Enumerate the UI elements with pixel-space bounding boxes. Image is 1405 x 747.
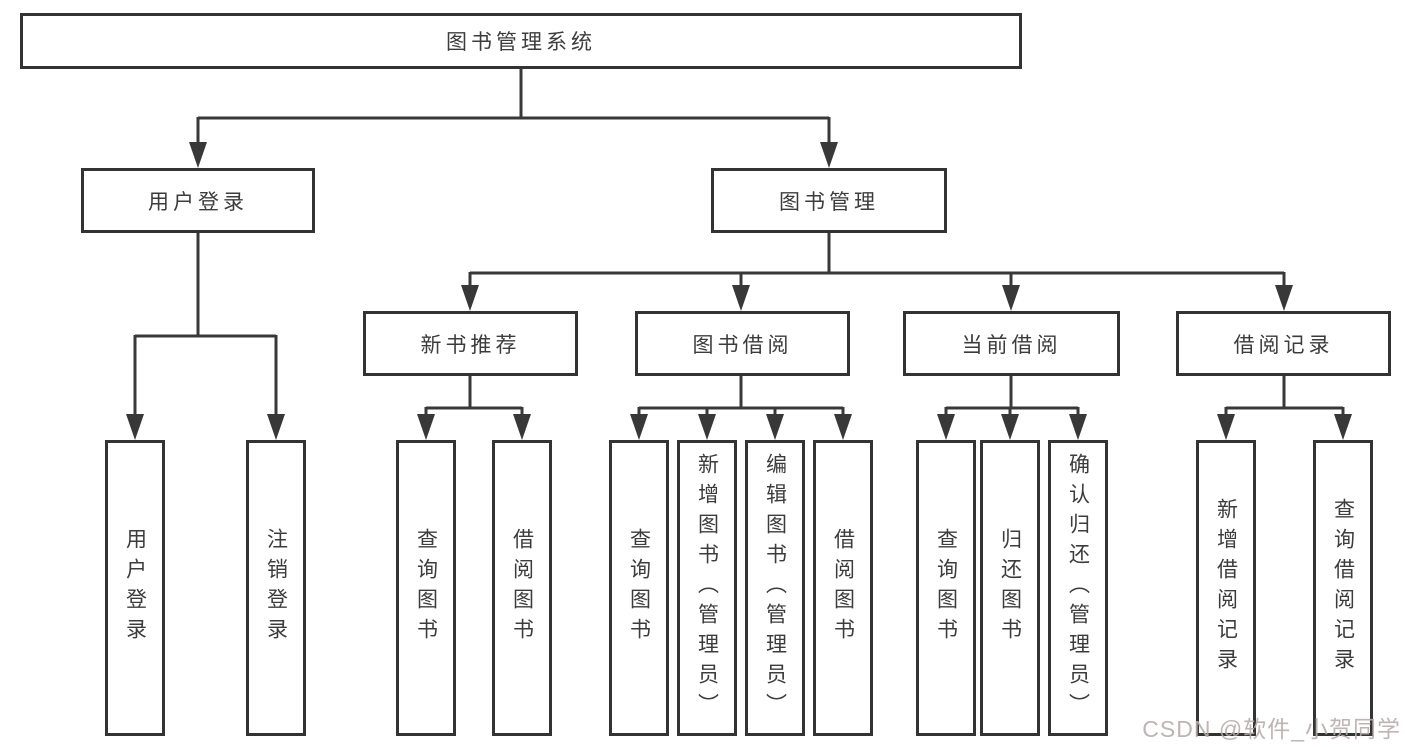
leaf-current-return-books: 归还图书 <box>980 440 1040 736</box>
leaf-records-add-record-label: 新增借阅记录 <box>1214 498 1238 678</box>
leaf-user-login-label: 用户登录 <box>123 528 147 648</box>
leaf-logout: 注销登录 <box>246 440 306 736</box>
leaf-current-query-books-label: 查询图书 <box>934 528 958 648</box>
leaf-borrow-edit-books-admin: 编辑图书（管理员） <box>745 440 805 736</box>
leaf-recommend-query-books: 查询图书 <box>396 440 456 736</box>
leaf-current-confirm-return-admin: 确认归还（管理员） <box>1048 440 1108 736</box>
leaf-borrow-borrow-books-label: 借阅图书 <box>831 528 855 648</box>
leaf-records-query-record-label: 查询借阅记录 <box>1331 498 1355 678</box>
leaf-recommend-borrow-books-label: 借阅图书 <box>510 528 534 648</box>
leaf-borrow-add-books-admin: 新增图书（管理员） <box>677 440 737 736</box>
leaf-current-return-books-label: 归还图书 <box>998 528 1022 648</box>
leaf-user-login: 用户登录 <box>105 440 165 736</box>
node-current-borrow: 当前借阅 <box>903 311 1120 376</box>
node-user-login: 用户登录 <box>81 168 315 233</box>
node-book-management-system: 图书管理系统 <box>20 13 1022 69</box>
leaf-records-add-record: 新增借阅记录 <box>1196 440 1256 736</box>
leaf-records-query-record: 查询借阅记录 <box>1313 440 1373 736</box>
leaf-borrow-edit-books-admin-label: 编辑图书（管理员） <box>763 453 787 723</box>
leaf-recommend-borrow-books: 借阅图书 <box>492 440 552 736</box>
node-book-management: 图书管理 <box>711 168 947 233</box>
node-book-borrow: 图书借阅 <box>635 311 850 376</box>
leaf-borrow-query-books-label: 查询图书 <box>627 528 651 648</box>
leaf-current-query-books: 查询图书 <box>916 440 976 736</box>
node-borrow-records: 借阅记录 <box>1176 311 1391 376</box>
leaf-logout-label: 注销登录 <box>264 528 288 648</box>
node-new-book-recommend: 新书推荐 <box>363 311 578 376</box>
leaf-borrow-borrow-books: 借阅图书 <box>813 440 873 736</box>
csdn-watermark: CSDN @软件_小贺同学 <box>1142 716 1401 742</box>
leaf-recommend-query-books-label: 查询图书 <box>414 528 438 648</box>
leaf-current-confirm-return-admin-label: 确认归还（管理员） <box>1066 453 1090 723</box>
leaf-borrow-query-books: 查询图书 <box>609 440 669 736</box>
leaf-borrow-add-books-admin-label: 新增图书（管理员） <box>695 453 719 723</box>
